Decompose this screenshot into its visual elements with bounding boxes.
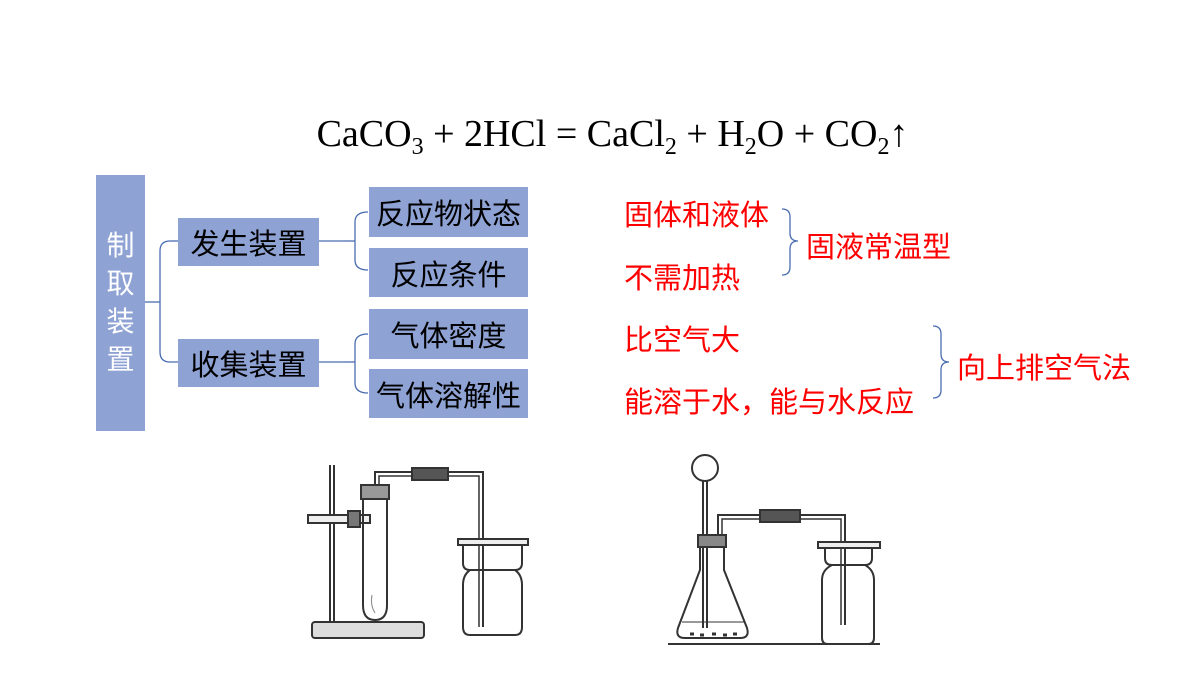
root-char: 制 <box>106 229 135 262</box>
root-char: 取 <box>106 267 135 300</box>
answer-solid-liquid: 固体和液体 <box>624 198 770 232</box>
generation-device-box: 发生装置 <box>178 218 319 266</box>
gas-solubility-box: 气体溶解性 <box>369 369 528 418</box>
answer-collection-method: 向上排空气法 <box>957 351 1132 385</box>
reaction-condition-box: 反应条件 <box>369 248 528 297</box>
root-char: 装 <box>106 305 135 338</box>
root-char: 置 <box>106 343 135 376</box>
answer-soluble: 能溶于水，能与水反应 <box>624 385 915 419</box>
conical-flask-apparatus-icon <box>668 454 881 645</box>
reactant-state-box: 反应物状态 <box>369 187 528 237</box>
chemical-equation: CaCO3 + 2HCl = CaCl2 + H2O + CO2↑ <box>316 113 909 160</box>
gas-density-box: 气体密度 <box>369 309 528 359</box>
collection-device-box: 收集装置 <box>178 339 319 387</box>
preparation-apparatus-box: 制 取 装 置 <box>96 175 145 431</box>
answer-denser-than-air: 比空气大 <box>624 323 741 357</box>
answer-generator-type: 固液常温型 <box>806 230 952 264</box>
test-tube-apparatus-icon <box>307 465 529 639</box>
answer-no-heating: 不需加热 <box>624 261 741 295</box>
